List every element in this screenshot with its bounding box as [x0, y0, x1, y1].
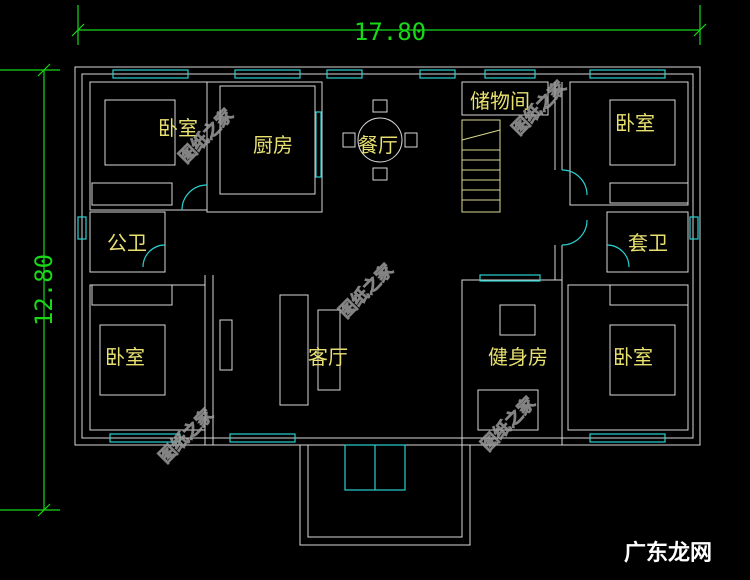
watermark: 图纸之家	[335, 260, 398, 323]
dining-table	[342, 99, 418, 181]
height-dimension: 12.80	[0, 63, 60, 517]
width-label: 17.80	[354, 18, 426, 46]
gym-equipment	[477, 304, 539, 431]
room-label-bedroom-tr: 卧室	[615, 111, 655, 135]
watermark: 图纸之家	[155, 405, 218, 468]
height-label: 12.80	[30, 254, 58, 326]
room-label-dining: 餐厅	[358, 133, 398, 157]
porch	[299, 444, 471, 546]
room-label-living: 客厅	[308, 345, 348, 369]
corner-watermark: 广东龙网	[624, 540, 712, 566]
width-dimension: 17.80	[71, 5, 707, 46]
staircase	[461, 119, 501, 213]
room-label-suite-bath: 套卫	[628, 231, 668, 255]
room-label-gym: 健身房	[488, 345, 548, 369]
room-label-storage: 储物间	[470, 89, 530, 113]
room-label-public-bath: 公卫	[107, 231, 147, 255]
watermark: 图纸之家	[477, 393, 540, 456]
room-label-bedroom-tl: 卧室	[158, 116, 198, 140]
room-label-bedroom-br: 卧室	[613, 345, 653, 369]
sofa-set	[219, 294, 341, 406]
room-label-bedroom-bl: 卧室	[105, 345, 145, 369]
windows	[77, 69, 699, 443]
room-label-kitchen: 厨房	[253, 133, 293, 157]
